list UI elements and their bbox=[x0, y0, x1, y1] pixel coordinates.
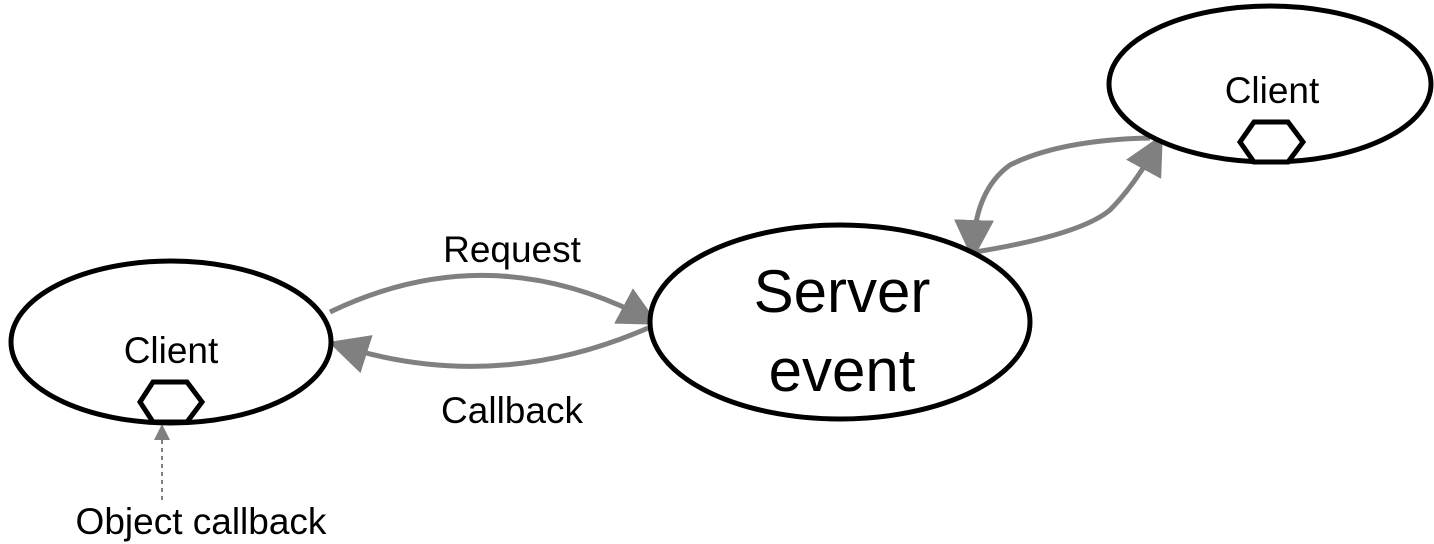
server-to-client-arrow bbox=[974, 134, 1163, 255]
callback-arrow bbox=[328, 325, 650, 374]
request-arrow bbox=[328, 272, 659, 325]
client-right-object-hexagon bbox=[1236, 119, 1307, 165]
client-right-label: Client bbox=[1225, 70, 1320, 111]
request-label: Request bbox=[443, 229, 582, 270]
object-callback-label: Object callback bbox=[76, 501, 327, 542]
client-left-label: Client bbox=[124, 330, 219, 371]
server-label-line2: event bbox=[769, 337, 916, 404]
client-right-node: Client bbox=[1106, 3, 1434, 165]
server-label-line1: Server bbox=[754, 258, 931, 325]
client-left-object-hexagon bbox=[137, 379, 206, 425]
client-left-node: Client bbox=[8, 258, 334, 426]
callback-label: Callback bbox=[441, 390, 583, 431]
client-to-server-arrow bbox=[954, 135, 1151, 260]
server-event-node: Server event bbox=[647, 222, 1033, 422]
server-ellipse bbox=[647, 222, 1033, 422]
